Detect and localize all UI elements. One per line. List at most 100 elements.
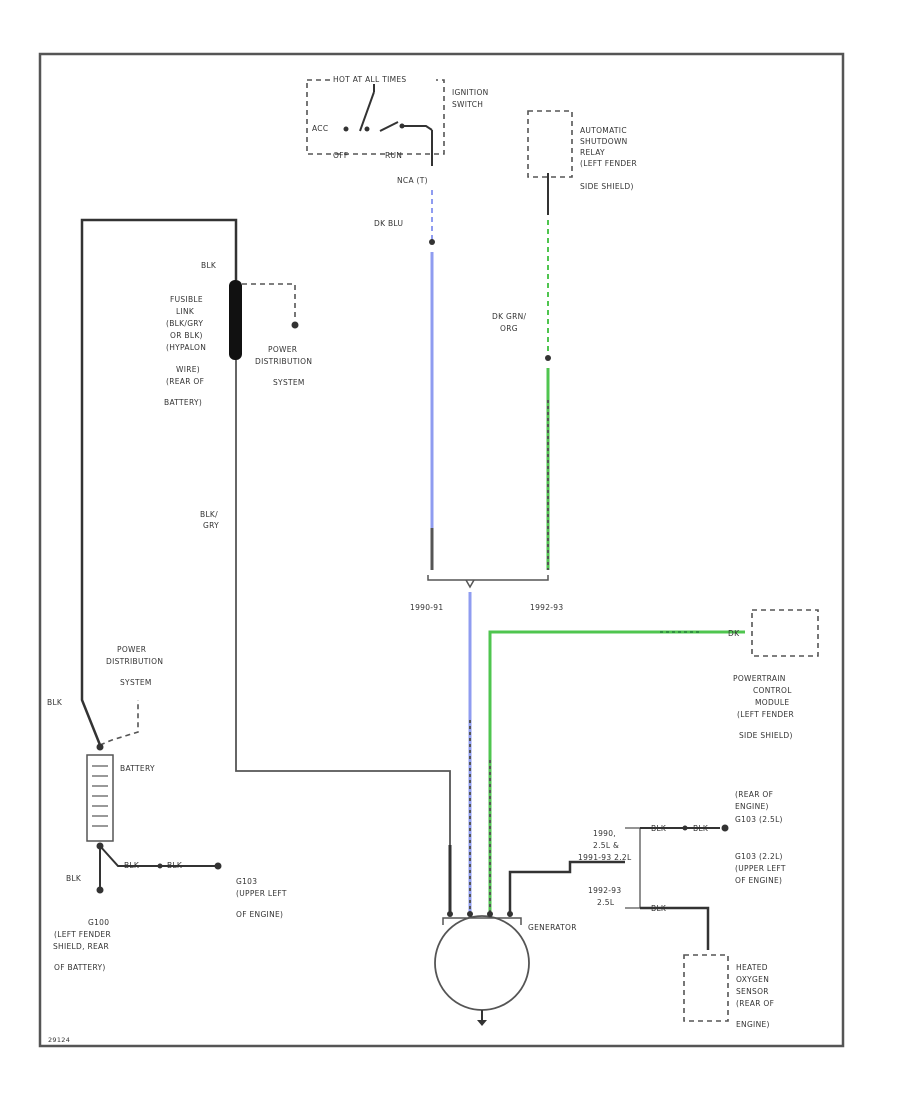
pcm-label-1: POWERTRAIN: [733, 674, 786, 683]
fusible-link-label-6: WIRE): [176, 365, 200, 374]
power-distribution-top-label-2: DISTRIBUTION: [255, 357, 312, 366]
power-distribution-left: POWER DISTRIBUTION SYSTEM: [99, 645, 163, 746]
o2-sensor-label-2: OXYGEN: [736, 975, 769, 984]
ground-g103-left-label-2: (UPPER LEFT: [236, 889, 287, 898]
battery-main-feed-wire: BLK: [47, 218, 238, 746]
asd-relay-label-1: AUTOMATIC: [580, 126, 627, 135]
switch-contact-off: [364, 126, 370, 132]
power-distribution-left-label-1: POWER: [117, 645, 146, 654]
power-distribution-top: POWER DISTRIBUTION SYSTEM: [242, 283, 312, 387]
diagram-border: [38, 52, 845, 1048]
ground-g100-label-2: (LEFT FENDER: [54, 930, 111, 939]
generator-body: [434, 915, 530, 1011]
o2-sensor-label-5: ENGINE): [736, 1020, 770, 1029]
pcm-box: [751, 609, 819, 657]
asd-relay-label-4: (LEFT FENDER: [580, 159, 637, 168]
o2-sensor-label-4: (REAR OF: [736, 999, 774, 1008]
switch-arm-run: [379, 121, 399, 132]
asd-relay-label-2: SHUTDOWN: [580, 137, 628, 146]
ground-g100: G100 (LEFT FENDER SHIELD, REAR OF BATTER…: [53, 918, 111, 972]
ground-wire-blk-label-2: BLK: [693, 824, 709, 833]
battery-cells: [92, 765, 108, 827]
pcm-label-3: MODULE: [755, 698, 789, 707]
battery-wire-bottom-label: BLK: [124, 861, 140, 870]
power-distribution-left-label-3: SYSTEM: [120, 678, 152, 687]
fusible-link-label-1: FUSIBLE: [170, 295, 203, 304]
ground-g100-label-4: OF BATTERY): [54, 963, 106, 972]
battery-ground-wire-label: BLK: [66, 874, 82, 883]
rear-engine-label-2: ENGINE): [735, 802, 769, 811]
ignition-switch-title-2: SWITCH: [452, 100, 483, 109]
ground-g103-left: G103 (UPPER LEFT OF ENGINE): [236, 877, 287, 919]
asd-relay-label-3: RELAY: [580, 148, 605, 157]
figure-id: 29124: [48, 1036, 70, 1044]
asd-relay-label-5: SIDE SHIELD): [580, 182, 634, 191]
asd-wire-color-label-2: ORG: [500, 324, 518, 333]
year-splice-bracket: 1990-91 1992-93: [410, 575, 563, 612]
rear-engine-label-1: (REAR OF: [735, 790, 773, 799]
ground-g100-label-3: SHIELD, REAR: [53, 942, 109, 951]
pcm-field-wire: DK: [488, 629, 745, 915]
ignition-switch-box: [306, 79, 445, 155]
ground-wire-blk-label: BLK: [651, 824, 667, 833]
fusible-link-label-2: LINK: [176, 307, 195, 316]
splice-right-years-label: 1992-93: [530, 603, 563, 612]
battery-label: BATTERY: [120, 764, 155, 773]
fusible-link-label-3: (BLK/GRY: [166, 319, 203, 328]
fusible-link-wire-top-label: BLK: [201, 261, 217, 270]
battery-wire-top-label: BLK: [47, 698, 63, 707]
ground-option-1991-93: 1991-93 2.2L: [578, 853, 632, 862]
pcm-wire-label: DK: [728, 629, 740, 638]
asd-relay: AUTOMATIC SHUTDOWN RELAY (LEFT FENDER SI…: [492, 110, 637, 333]
ground-g103-left-label-3: OF ENGINE): [236, 910, 283, 919]
fusible-link-body: [229, 280, 242, 360]
pcm-label-2: CONTROL: [753, 686, 792, 695]
heated-oxygen-sensor: HEATED OXYGEN SENSOR (REAR OF ENGINE): [683, 954, 774, 1029]
ground-option-engine-2: 2.5L: [597, 898, 615, 907]
ground-g101-label-3: OF ENGINE): [735, 876, 782, 885]
asd-relay-box: [527, 110, 573, 178]
fusible-link-label-5: (HYPALON: [166, 343, 206, 352]
power-distribution-left-label-2: DISTRIBUTION: [106, 657, 163, 666]
ignition-run-label: RUN: [385, 151, 402, 160]
powertrain-control-module: POWERTRAIN CONTROL MODULE (LEFT FENDER S…: [733, 609, 819, 740]
ignition-connector-label: NCA (T): [397, 176, 428, 185]
battery: BATTERY BLK BLK BLK: [66, 743, 222, 894]
ground-g101-label-1: G103 (2.2L): [735, 852, 783, 861]
switch-arm: [359, 91, 375, 132]
ground-g103-left-point: [214, 862, 222, 870]
ignition-hot-at-all-times-label: HOT AT ALL TIMES: [333, 75, 406, 84]
fusible-link: BLK FUSIBLE LINK (BLK/GRY OR BLK) (HYPAL…: [164, 261, 242, 407]
o2-sensor-label-1: HEATED: [736, 963, 768, 972]
power-distribution-top-label-3: SYSTEM: [273, 378, 305, 387]
ground-option-1990: 1990,: [593, 829, 616, 838]
pcm-label-5: SIDE SHIELD): [739, 731, 793, 740]
o2-sensor-box: [683, 954, 729, 1022]
ignition-off-label: OFF: [333, 151, 348, 160]
battery-wire-bottom-label-2: BLK: [167, 861, 183, 870]
power-distribution-top-label-1: POWER: [268, 345, 297, 354]
fusible-link-label-8: BATTERY): [164, 398, 202, 407]
switch-contact-acc: [343, 126, 349, 132]
o2-sensor-label-3: SENSOR: [736, 987, 769, 996]
ground-rear-engine-point: [721, 824, 729, 832]
ignition-acc-label: ACC: [312, 124, 328, 133]
ignition-wire-color-label: DK BLU: [374, 219, 403, 228]
ground-option-engine: 2.5L &: [593, 841, 619, 850]
generator-ground-wire: [508, 824, 729, 950]
right-ground-options: 1990, 2.5L & 1991-93 2.2L 1992-93 2.5L B…: [578, 790, 786, 913]
fusible-link-wire-bottom-label-2: GRY: [203, 521, 219, 530]
asd-wire-color-label: DK GRN/: [492, 312, 527, 321]
pcm-label-4: (LEFT FENDER: [737, 710, 794, 719]
fusible-link-label-4: OR BLK): [170, 331, 203, 340]
asd-feed-wire: [545, 173, 551, 570]
ignition-feed-wire: [429, 130, 435, 570]
generator-output-wire: BLK/ GRY: [200, 360, 452, 915]
ground-g100-label-1: G100: [88, 918, 109, 927]
splice-left-years-label: 1990-91: [410, 603, 443, 612]
sensor-ground-wire-label: BLK: [651, 904, 667, 913]
ground-g101-label-2: (UPPER LEFT: [735, 864, 786, 873]
fusible-link-label-7: (REAR OF: [166, 377, 204, 386]
ground-g103-left-label-1: G103: [236, 877, 257, 886]
